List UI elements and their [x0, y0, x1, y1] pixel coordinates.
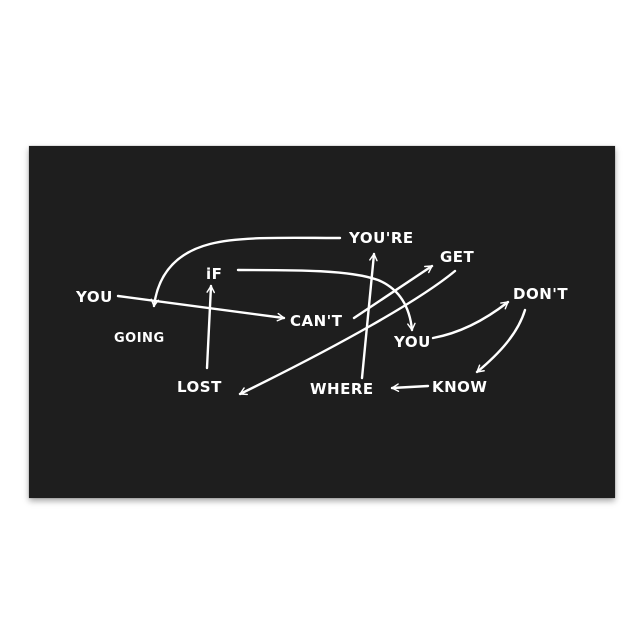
- word-know: KNOW: [432, 378, 487, 396]
- word-dont: DON'T: [513, 285, 568, 303]
- word-you-middle: YOU: [393, 333, 431, 351]
- sticker-background: [29, 146, 615, 498]
- word-youre: YOU'RE: [348, 229, 414, 247]
- word-going: GOING: [114, 331, 165, 346]
- word-cant: CAN'T: [290, 312, 343, 330]
- arrow-get-to-lost: [238, 269, 457, 396]
- arrow-if-to-you: [236, 268, 416, 332]
- arrow-you-to-cant: [116, 294, 286, 322]
- arrow-know-to-where: [390, 383, 430, 392]
- word-get: GET: [440, 248, 475, 266]
- word-where: WHERE: [310, 380, 374, 398]
- arrow-you-to-dont: [431, 300, 510, 340]
- word-you-start: YOU: [75, 288, 113, 306]
- arrow-youre-to-going: [150, 236, 342, 308]
- arrow-dont-to-know: [475, 308, 527, 374]
- arrow-where-to-youre: [360, 252, 378, 380]
- word-lost: LOST: [177, 378, 222, 396]
- arrow-lost-to-if: [205, 284, 216, 370]
- word-if: iF: [206, 265, 222, 283]
- arrow-cant-to-get: [352, 264, 434, 320]
